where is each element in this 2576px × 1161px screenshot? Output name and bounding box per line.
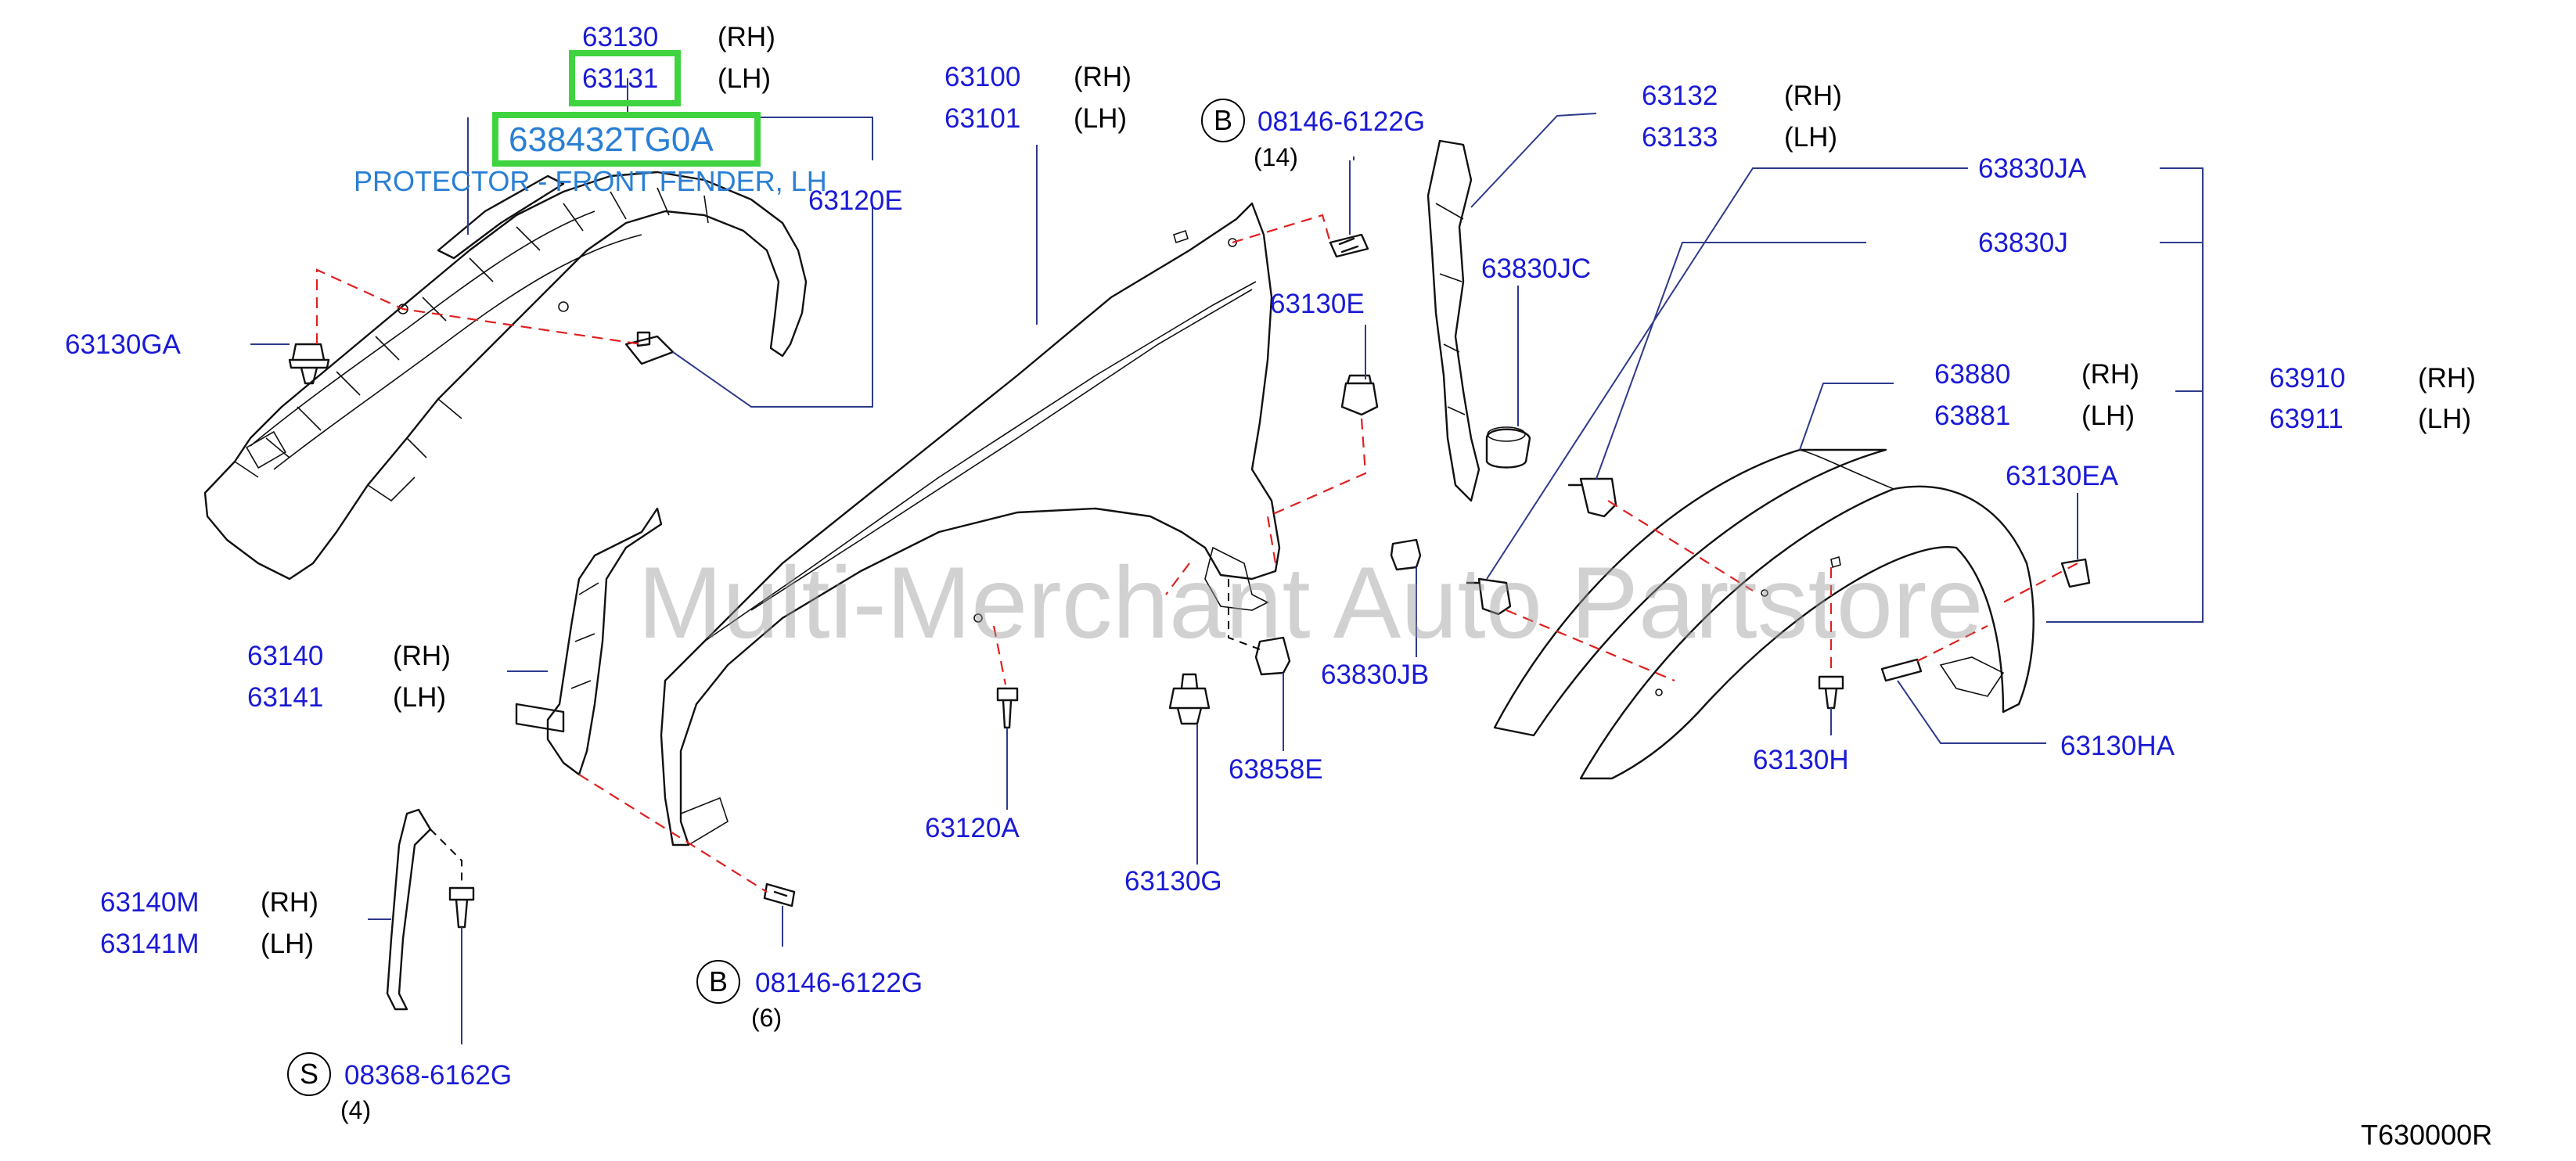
callout-63130[interactable]: 63130 — [582, 22, 658, 52]
svg-text:B: B — [1214, 104, 1232, 136]
callout-63881[interactable]: 63881 — [1934, 401, 2010, 431]
callout-63120a[interactable]: 63120A — [925, 813, 1020, 843]
bolt-08146-top-drawing[interactable] — [1329, 233, 1369, 258]
watermark: Multi-Merchant Auto Partstore — [638, 545, 1984, 660]
protector-description: PROTECTOR - FRONT FENDER, LH — [354, 165, 827, 197]
callout-63140[interactable]: 63140 — [247, 641, 323, 671]
clip-63130ga-drawing[interactable] — [288, 343, 330, 385]
callout-63130ga[interactable]: 63130GA — [65, 329, 182, 360]
callout-63141[interactable]: 63141 — [247, 682, 323, 713]
callout-63830jb[interactable]: 63830JB — [1321, 660, 1429, 690]
clip-63830ja-drawing[interactable] — [1466, 577, 1512, 616]
callout-63911[interactable]: 63911 — [2269, 404, 2344, 434]
side-63910: (RH) — [2418, 363, 2476, 394]
callout-63830ja[interactable]: 63830JA — [1978, 153, 2087, 184]
svg-text:B: B — [709, 965, 728, 997]
side-63140: (RH) — [393, 641, 451, 671]
side-63141m: (LH) — [261, 929, 314, 959]
callout-63130ea[interactable]: 63130EA — [2006, 461, 2119, 491]
callout-63141m[interactable]: 63141M — [100, 929, 199, 959]
leader-lines — [250, 78, 2204, 1044]
callout-08368[interactable]: 08368-6162G — [344, 1060, 512, 1091]
fender-seal-drawing[interactable] — [1427, 139, 1480, 502]
callout-63132[interactable]: 63132 — [1642, 81, 1718, 111]
callout-63858e[interactable]: 63858E — [1229, 754, 1323, 785]
callout-63830j[interactable]: 63830J — [1978, 228, 2068, 258]
qty-08146-bottom: (6) — [751, 1004, 782, 1032]
fender-brace-drawing[interactable] — [515, 507, 663, 776]
badge-s: S — [287, 1052, 331, 1096]
side-63880: (RH) — [2081, 359, 2139, 390]
callout-63130e[interactable]: 63130E — [1270, 289, 1365, 319]
bracket-63140m-drawing[interactable] — [386, 808, 432, 1011]
side-63101: (LH) — [1074, 103, 1127, 134]
highlight-box-638432tg0a — [492, 112, 761, 167]
screw-08368-drawing[interactable] — [448, 886, 475, 929]
svg-text:S: S — [300, 1058, 318, 1090]
side-63133: (LH) — [1784, 122, 1837, 153]
clip-63830j-drawing[interactable] — [1567, 477, 1617, 518]
highlight-box-63131 — [569, 50, 681, 106]
callout-638432tg0a[interactable]: 638432TG0A — [509, 120, 714, 159]
callout-63910[interactable]: 63910 — [2269, 363, 2345, 394]
qty-08368: (4) — [340, 1096, 371, 1124]
side-63141: (LH) — [393, 682, 446, 713]
callout-63880[interactable]: 63880 — [1934, 359, 2010, 390]
callout-63131[interactable]: 63131 — [582, 63, 658, 94]
side-63911: (LH) — [2418, 404, 2471, 434]
clip-63130g-drawing[interactable] — [1168, 673, 1211, 725]
callout-63101[interactable]: 63101 — [944, 103, 1020, 134]
badge-b-top: B — [1201, 99, 1245, 142]
clip-63120e-drawing[interactable] — [624, 331, 675, 365]
callout-63130g[interactable]: 63130G — [1124, 866, 1222, 897]
badge-b-bottom: B — [696, 960, 740, 1004]
callout-63140m[interactable]: 63140M — [100, 887, 199, 918]
side-63140m: (RH) — [261, 887, 318, 918]
clip-63130ea-drawing[interactable] — [2060, 558, 2091, 588]
fender-flare-drawing[interactable] — [1493, 448, 2035, 780]
side-63130: (RH) — [718, 22, 775, 52]
bolt-08146-bottom-drawing[interactable] — [763, 882, 796, 908]
callout-63130h[interactable]: 63130H — [1753, 745, 1849, 775]
side-63132: (RH) — [1784, 81, 1842, 111]
front-fender-panel-drawing[interactable] — [660, 202, 1281, 846]
callout-63130ha[interactable]: 63130HA — [2060, 731, 2175, 761]
side-63131: (LH) — [718, 63, 771, 94]
callout-63830jc[interactable]: 63830JC — [1481, 253, 1591, 284]
side-63100: (RH) — [1074, 62, 1131, 92]
grommet-63830jc-drawing[interactable] — [1485, 426, 1531, 469]
screw-63130ha-drawing[interactable] — [1880, 658, 1923, 682]
screw-63130h-drawing[interactable] — [1818, 675, 1844, 710]
side-63881: (LH) — [2081, 401, 2135, 431]
fender-protector-drawing[interactable] — [203, 171, 808, 580]
callout-63133[interactable]: 63133 — [1642, 122, 1718, 153]
callout-63120e[interactable]: 63120E — [808, 185, 903, 216]
clip-63130e-drawing[interactable] — [1340, 374, 1379, 416]
callout-08146-top[interactable]: 08146-6122G — [1257, 106, 1425, 137]
diagram-code: T630000R — [2361, 1119, 2492, 1151]
callout-63100[interactable]: 63100 — [944, 62, 1020, 92]
assembly-dash-lines — [315, 214, 2078, 893]
callout-08146-bottom[interactable]: 08146-6122G — [755, 968, 923, 998]
qty-08146-top: (14) — [1254, 143, 1298, 171]
screw-63120a-drawing[interactable] — [996, 687, 1019, 729]
